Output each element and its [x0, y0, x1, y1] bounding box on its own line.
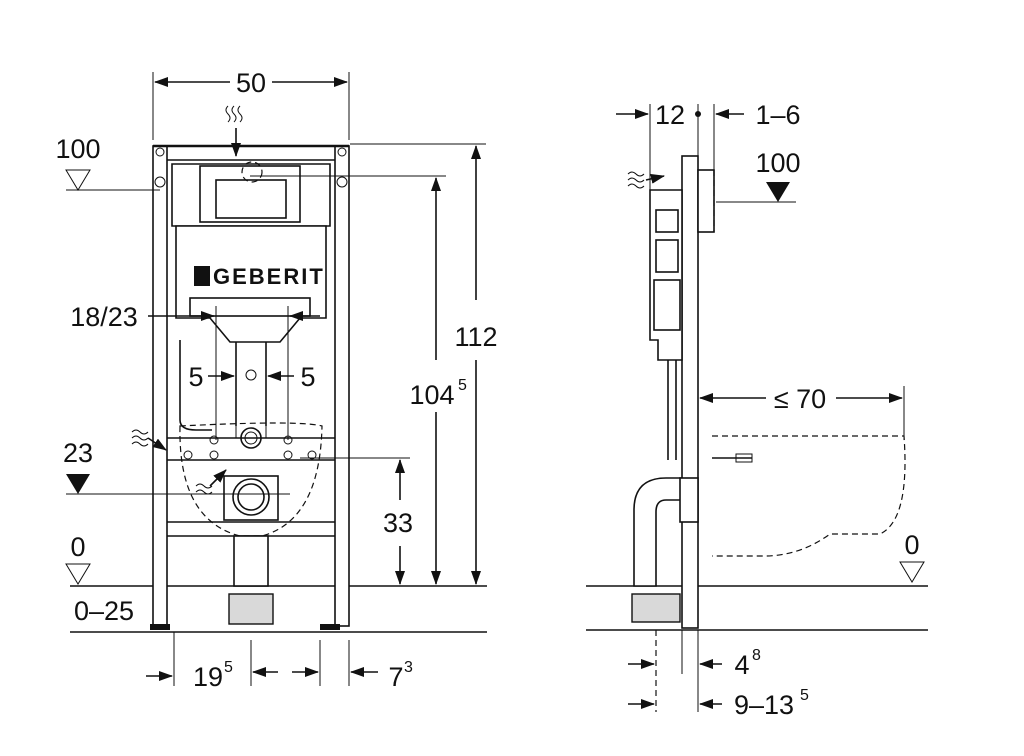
dim-7-label: 7	[388, 662, 403, 692]
height-112-label: 112	[454, 322, 497, 352]
side-view: 12 1–6 100 ≤ 70 0 4 8 9–13 5	[586, 100, 928, 720]
fixing-holes	[183, 369, 317, 460]
dim-9-13-sup: 5	[800, 687, 809, 704]
dim-1-6-label: 1–6	[755, 100, 800, 130]
height-104-label: 104	[409, 380, 454, 410]
water-wave-icon	[195, 469, 227, 495]
brand-name: GEBERIT	[213, 264, 325, 289]
level-triangle-icon	[65, 563, 91, 585]
dot-icon	[695, 111, 701, 117]
level-triangle-icon	[66, 474, 90, 494]
dim-le-70-label: ≤ 70	[774, 384, 826, 414]
dim-19-sup: 5	[224, 659, 233, 676]
side-level-100-label: 100	[755, 148, 800, 178]
side-frame	[681, 155, 699, 629]
frame	[150, 144, 350, 630]
height-33-label: 33	[383, 508, 413, 538]
dim-5-left-label: 5	[188, 362, 203, 392]
geberit-logo: GEBERIT	[194, 264, 325, 289]
bowl-outline	[179, 422, 323, 537]
cistern-side	[649, 189, 683, 460]
dim-4-label: 4	[734, 650, 749, 680]
level-triangle-icon	[65, 169, 91, 191]
drain-bend	[631, 477, 699, 623]
dim-12-label: 12	[655, 100, 685, 130]
dim-19-label: 19	[193, 662, 223, 692]
dim-5-right-label: 5	[300, 362, 315, 392]
level-100-label: 100	[55, 134, 100, 164]
drain-pipe	[223, 427, 279, 625]
level-23-label: 23	[63, 438, 93, 468]
level-triangle-icon	[899, 561, 925, 583]
water-wave-icon	[225, 105, 243, 157]
range-0-25-label: 0–25	[74, 596, 134, 626]
water-wave-icon	[131, 429, 167, 451]
dim-9-13-label: 9–13	[734, 690, 794, 720]
height-104-sup: 5	[458, 377, 467, 394]
side-level-0-label: 0	[904, 530, 919, 560]
front-view: GEBERIT	[55, 68, 497, 692]
flush-plate	[697, 169, 715, 233]
level-0-label: 0	[70, 532, 85, 562]
dim-4-sup: 8	[752, 647, 761, 664]
level-triangle-icon	[766, 182, 790, 202]
dim-7-sup: 3	[404, 659, 413, 676]
dim-18-23-label: 18/23	[70, 302, 138, 332]
water-wave-icon	[627, 171, 665, 189]
width-label: 50	[236, 68, 266, 98]
